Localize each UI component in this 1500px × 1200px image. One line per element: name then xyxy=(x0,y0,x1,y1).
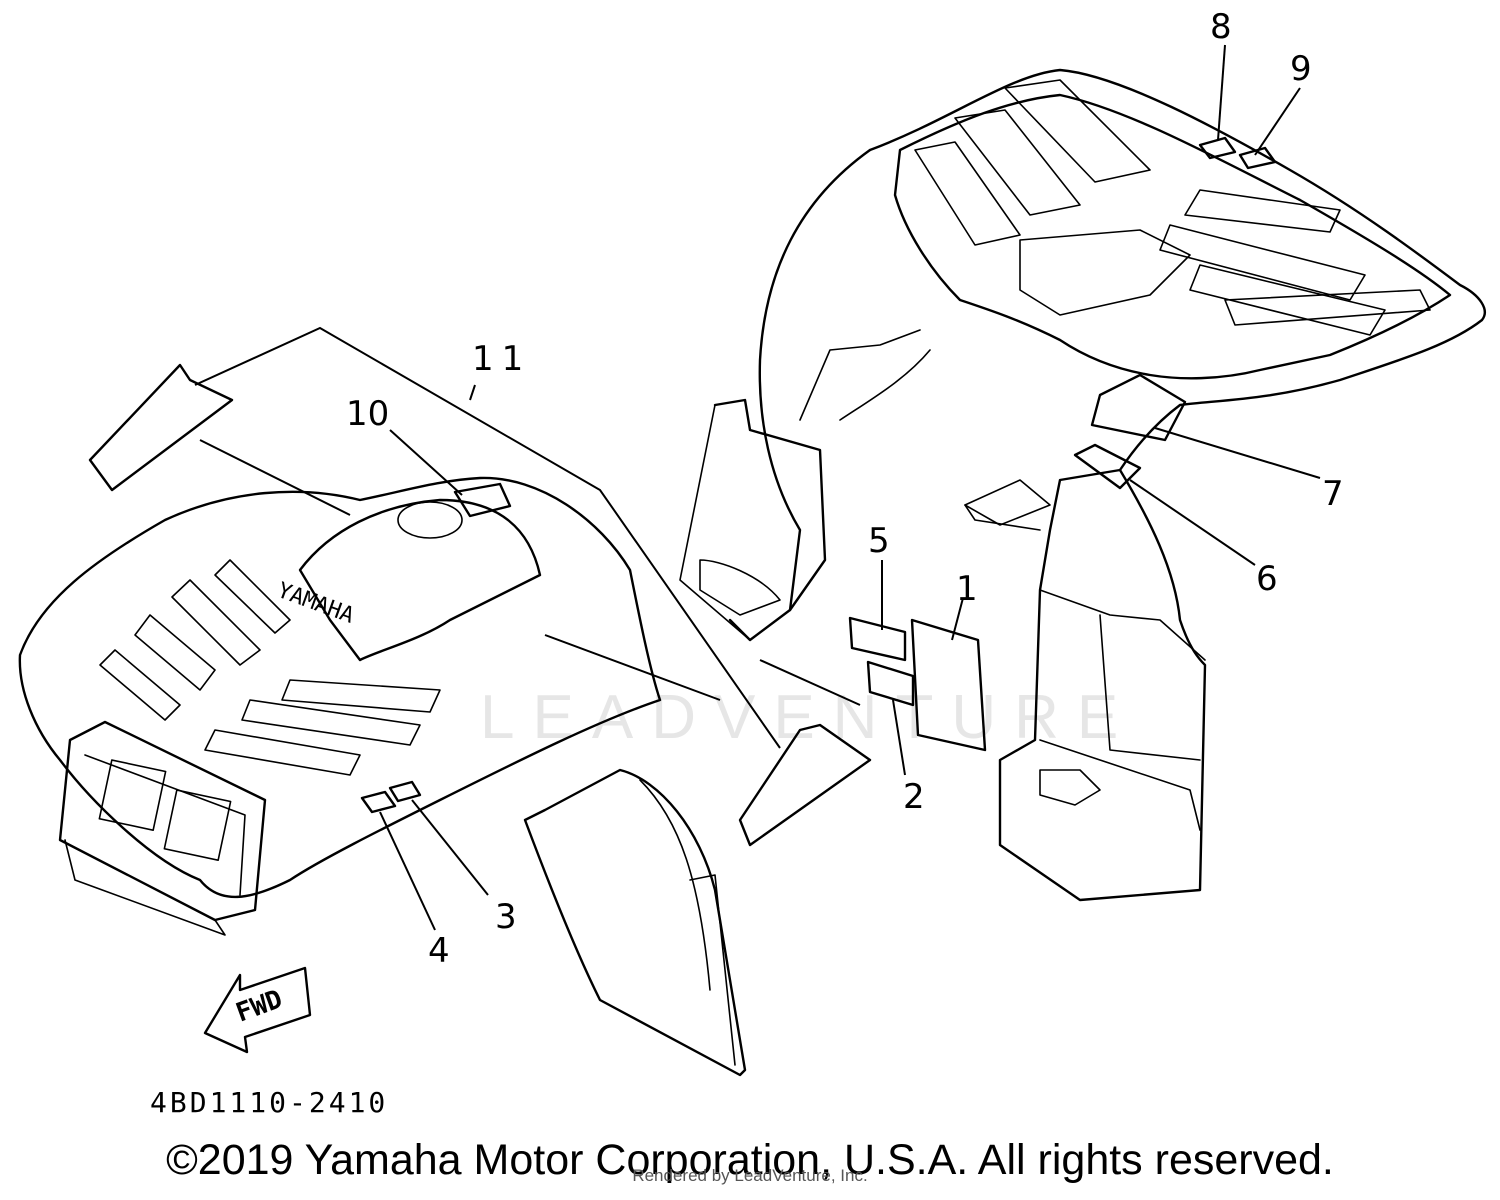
callout-4: 4 xyxy=(428,931,450,971)
loose-decals xyxy=(848,616,987,752)
decal-9-shape xyxy=(1238,146,1277,170)
callout-5: 5 xyxy=(868,521,890,561)
callout-6: 6 xyxy=(1256,559,1278,599)
rendered-by-note: Rendered by LeadVenture, Inc. xyxy=(632,1166,868,1185)
part-code: 4BD1110-2410 xyxy=(150,1086,388,1119)
callout-2: 2 xyxy=(903,777,925,817)
callout-leaders xyxy=(379,44,1321,931)
fwd-arrow: FWD xyxy=(203,966,312,1054)
callout-8: 8 xyxy=(1210,7,1232,47)
callout-10: 10 xyxy=(346,394,389,434)
yamaha-decal-text: YAMAHA xyxy=(274,578,357,629)
copyright-notice: ©2019 Yamaha Motor Corporation, U.S.A. A… xyxy=(166,1136,1334,1184)
decal-1-shape xyxy=(910,618,987,752)
decal-6-shape xyxy=(1073,443,1142,490)
decal-8-shape xyxy=(1198,136,1237,160)
callout-1: 1 xyxy=(956,569,978,609)
decal-2-shape xyxy=(866,660,915,707)
decal-sheet-11 xyxy=(88,326,872,847)
callout-3: 3 xyxy=(495,897,517,937)
decal-5-shape xyxy=(848,616,907,662)
callout-7: 7 xyxy=(1322,474,1344,514)
decal-3-shape xyxy=(388,780,422,803)
callout-numbers: 1 2 3 4 5 6 7 8 9 10 11 xyxy=(346,7,1344,971)
callout-11: 11 xyxy=(472,339,531,379)
callout-9: 9 xyxy=(1290,49,1312,89)
decal-10-shape xyxy=(453,482,512,518)
watermark-text: LEADVENTURE xyxy=(480,683,1136,752)
decal-4-shape xyxy=(360,790,397,814)
decal-7-shape xyxy=(1090,373,1187,442)
front-fender-drawing: YAMAHA xyxy=(18,476,747,1077)
rear-fender-drawing xyxy=(679,68,1486,902)
